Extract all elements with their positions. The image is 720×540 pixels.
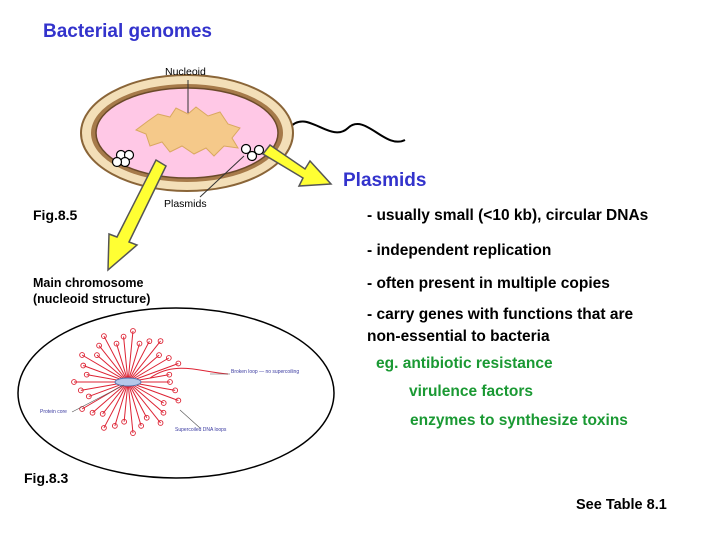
loop-strand	[127, 381, 134, 434]
loop-end	[121, 418, 127, 425]
loop-strand	[127, 340, 161, 383]
broken-loop-label: Broken loop — no supercoiling	[231, 369, 300, 375]
bullet-item: - independent replication	[367, 242, 552, 259]
loop-end	[157, 338, 164, 344]
loop-strand	[116, 343, 129, 383]
fig-8-3-label: Fig.8.3	[24, 470, 69, 486]
flagellum	[287, 120, 406, 143]
loop-end	[112, 423, 118, 429]
loop-strand	[127, 343, 140, 383]
supercoiled-leader	[179, 409, 201, 429]
loop-strand	[127, 340, 150, 383]
loop-end	[77, 387, 84, 394]
loop-strand	[103, 335, 129, 383]
loop-end	[79, 352, 85, 358]
loop-end	[130, 328, 136, 334]
loop-end	[175, 360, 182, 367]
loop-end	[120, 333, 127, 340]
main-chromosome-label-line1: Main chromosome	[33, 276, 144, 290]
protein-core-label: Protein core	[40, 409, 67, 415]
loop-end	[83, 371, 90, 378]
loop-strand	[127, 381, 148, 418]
protein-core	[114, 377, 142, 387]
supercoiled-loops-label: Supercoiled DNA loops	[175, 427, 227, 433]
loop-strand	[96, 354, 129, 383]
page-title: Bacterial genomes	[43, 21, 212, 42]
nucleoid-label: Nucleoid	[165, 66, 206, 78]
loop-end	[146, 338, 153, 345]
loop-strand	[123, 336, 129, 383]
loop-end	[113, 340, 120, 347]
plasmid-circle	[111, 156, 123, 168]
arrow-to-plasmids	[261, 143, 333, 187]
loop-end	[160, 409, 167, 416]
loop-strand	[127, 357, 170, 383]
broken-loop	[149, 367, 229, 379]
bullet-item-continued: non-essential to bacteria	[367, 328, 550, 345]
loop-end	[101, 333, 107, 339]
plasmids-heading: Plasmids	[343, 170, 427, 191]
loop-end	[172, 387, 179, 394]
loop-end	[99, 410, 106, 417]
loop-end	[166, 371, 173, 378]
loop-end	[94, 352, 100, 358]
loop-strand	[81, 354, 129, 383]
loop-end	[167, 379, 173, 385]
nucleoid-region	[134, 106, 241, 157]
loop-end	[143, 414, 150, 421]
loop-strand	[92, 381, 129, 414]
example-item: enzymes to synthesize toxins	[410, 412, 628, 429]
plasmids-leader	[199, 155, 245, 198]
loop-end	[157, 420, 164, 426]
loop-strand	[127, 330, 134, 383]
loop-end	[85, 393, 92, 400]
loop-end	[71, 379, 77, 385]
loop-end	[160, 400, 167, 406]
loop-end	[136, 340, 143, 347]
plasmids-diagram-label: Plasmids	[164, 198, 207, 210]
bullet-item: - usually small (<10 kb), circular DNAs	[367, 207, 649, 224]
main-chromosome-label-line2: (nucleoid structure)	[33, 292, 151, 306]
loop-strand	[81, 381, 129, 410]
loop-end	[80, 362, 87, 369]
loop-end	[89, 409, 96, 416]
loop-strand	[98, 345, 129, 383]
loop-strand	[127, 381, 142, 427]
loop-strand	[103, 381, 129, 429]
plasmid-circle	[253, 144, 265, 156]
loop-end	[101, 425, 107, 431]
loop-strand	[102, 381, 129, 415]
loop-strand	[127, 381, 164, 414]
loop-end	[165, 355, 172, 361]
example-item: virulence factors	[409, 383, 534, 400]
fig-8-5-label: Fig.8.5	[33, 207, 78, 223]
loop-strand	[123, 381, 129, 422]
loop-strand	[127, 381, 161, 424]
supercoiled-loops	[71, 328, 182, 436]
loop-end	[130, 430, 136, 436]
example-item: eg. antibiotic resistance	[376, 355, 553, 372]
loop-end	[156, 352, 162, 358]
loop-end	[175, 397, 182, 404]
protein-core-leader	[71, 384, 125, 413]
bacterial-cell	[80, 74, 406, 198]
bullet-item: - often present in multiple copies	[367, 275, 610, 292]
chromosome-figure	[17, 307, 335, 479]
bullet-item: - carry genes with functions that are	[367, 306, 634, 323]
plasmid-circle	[246, 150, 258, 162]
loop-end	[96, 342, 102, 349]
loop-end	[138, 423, 144, 429]
plasmid-circle	[240, 143, 252, 155]
loop-strand	[127, 354, 160, 383]
loop-strand	[114, 381, 129, 427]
see-table-note: See Table 8.1	[576, 497, 667, 513]
arrow-to-chromosome	[107, 158, 167, 272]
